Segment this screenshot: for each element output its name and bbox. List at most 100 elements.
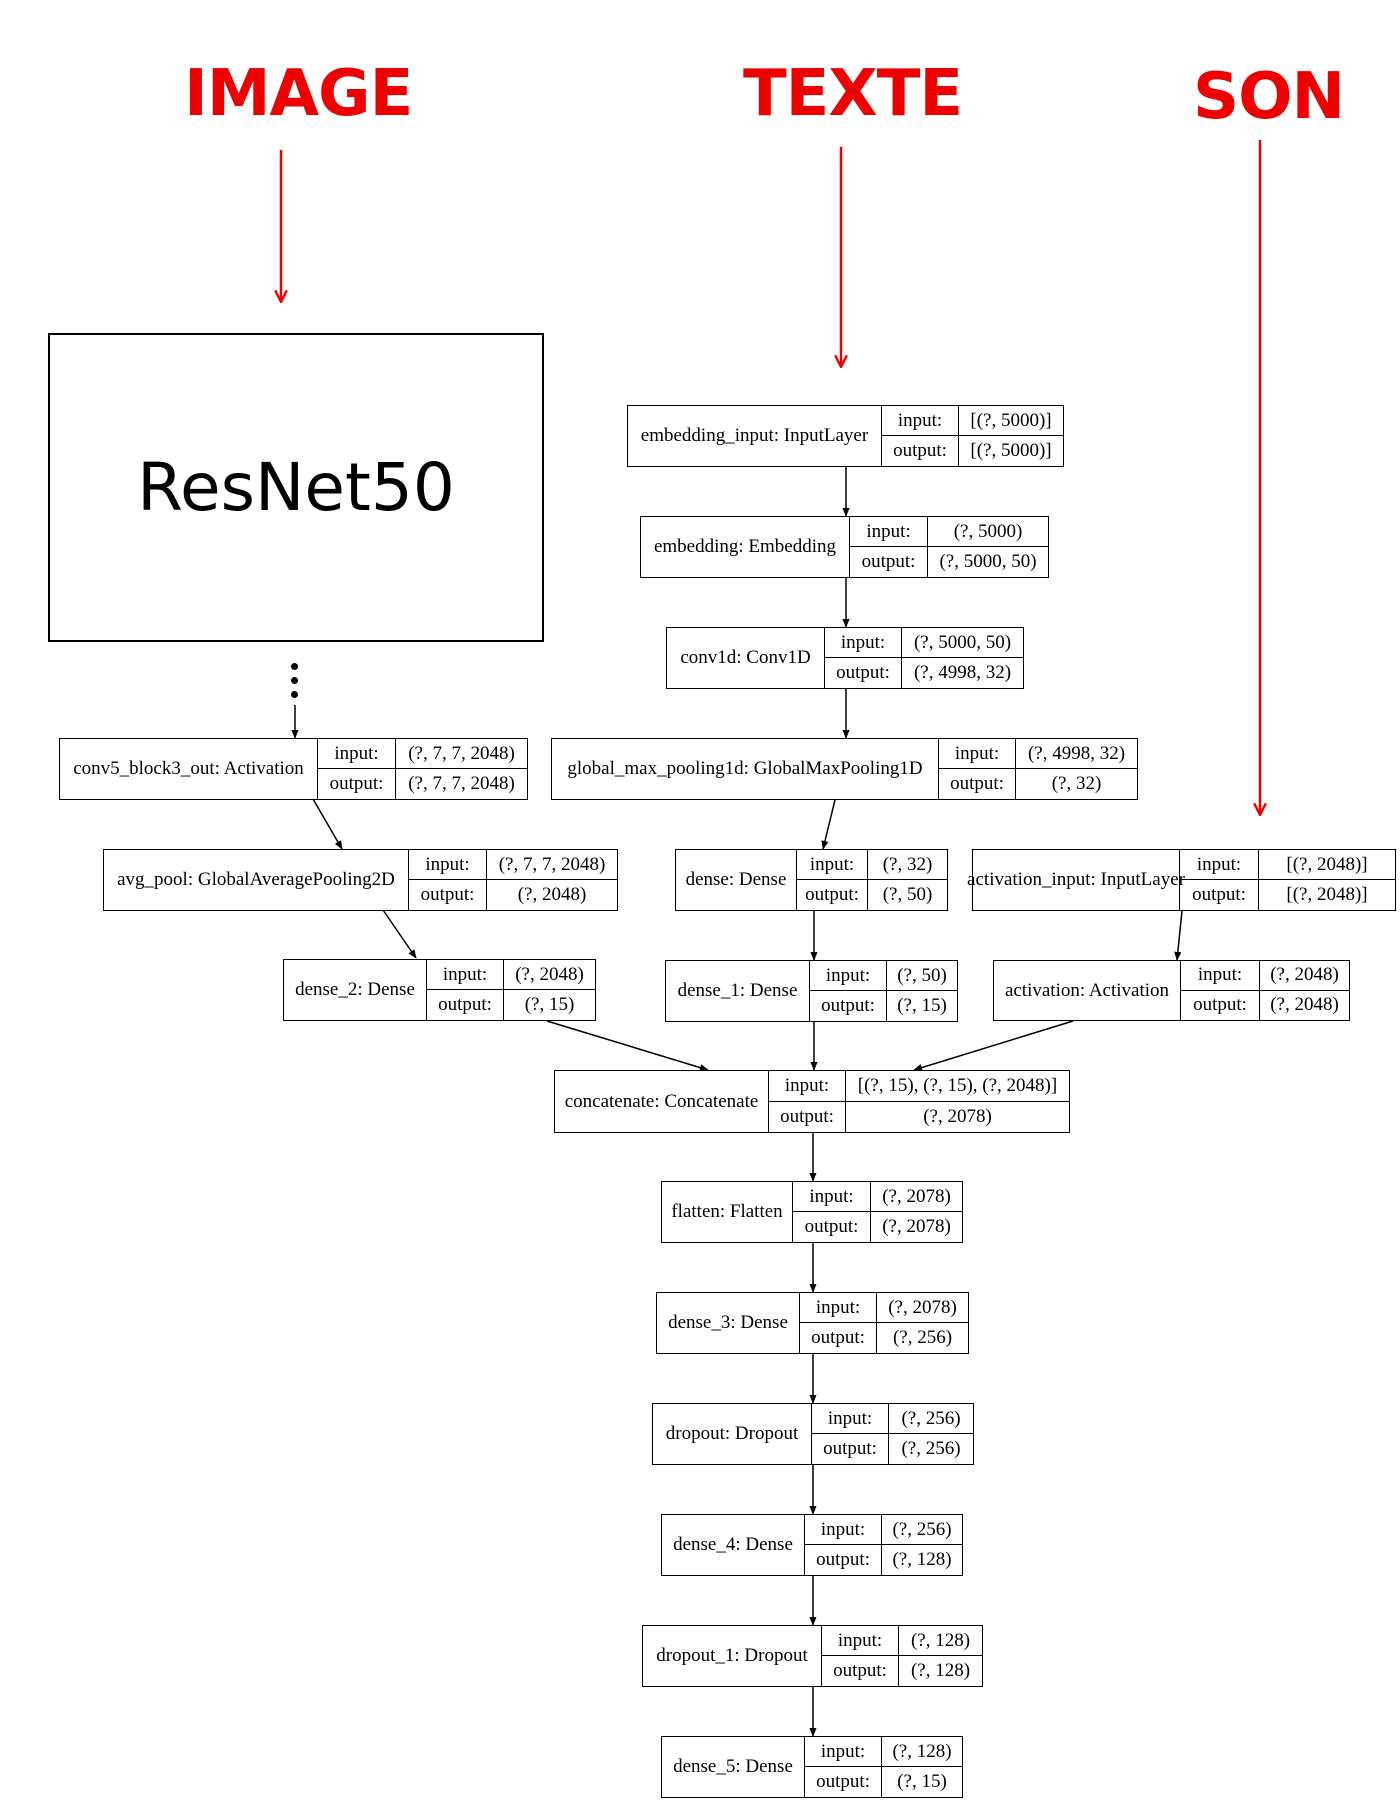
- layer-dense-1: dense_1: Dense input: output: (?, 50) (?…: [665, 960, 958, 1022]
- input-label: input:: [812, 1404, 889, 1434]
- output-label: output:: [793, 1212, 871, 1242]
- layer-name: dropout: Dropout: [653, 1404, 812, 1464]
- output-shape: [(?, 2048)]: [1286, 884, 1368, 905]
- output-shape: (?, 5000, 50): [939, 551, 1037, 572]
- input-label: input:: [825, 628, 902, 658]
- input-label: input:: [939, 739, 1016, 769]
- input-label: input:: [409, 850, 487, 880]
- layer-concatenate: concatenate: Concatenate input: output: …: [554, 1070, 1070, 1133]
- input-label: input:: [882, 406, 959, 436]
- edge-actinput-activation: [1174, 910, 1183, 961]
- layer-dense-2: dense_2: Dense input: output: (?, 2048) …: [283, 959, 596, 1021]
- sound-heading: SON: [1193, 60, 1345, 134]
- layer-embedding: embedding: Embedding input: output: (?, …: [640, 516, 1049, 578]
- layer-name: dense_5: Dense: [662, 1737, 805, 1797]
- layer-name: dropout_1: Dropout: [643, 1626, 822, 1686]
- output-label: output:: [427, 990, 504, 1020]
- layer-name: conv1d: Conv1D: [667, 628, 825, 688]
- layer-name: embedding: Embedding: [641, 517, 850, 577]
- layer-activation-input: activation_input: InputLayer input: outp…: [967, 849, 1396, 911]
- layer-name: dense_3: Dense: [657, 1293, 800, 1353]
- input-shape: (?, 7, 7, 2048): [396, 739, 527, 769]
- output-shape: (?, 15): [897, 1771, 947, 1792]
- image-heading: IMAGE: [184, 57, 413, 131]
- layer-embedding-input: embedding_input: InputLayer input: outpu…: [627, 405, 1064, 467]
- layer-avg-pool: avg_pool: GlobalAveragePooling2D input: …: [103, 849, 618, 911]
- input-shape: (?, 5000, 50): [902, 628, 1023, 658]
- layer-name: embedding_input: InputLayer: [628, 406, 882, 466]
- layer-name: dense_2: Dense: [284, 960, 427, 1020]
- input-label: input:: [800, 1293, 877, 1323]
- layer-conv1d: conv1d: Conv1D input: output: (?, 5000, …: [666, 627, 1024, 689]
- resnet50-block: ResNet50: [48, 333, 544, 642]
- input-label: input:: [318, 739, 396, 769]
- input-shape: [(?, 2048)]: [1259, 850, 1395, 880]
- layer-dense: dense: Dense input: output: (?, 32) (?, …: [675, 849, 948, 911]
- input-shape: (?, 128): [882, 1737, 962, 1767]
- output-label: output:: [810, 991, 887, 1021]
- output-label: output:: [882, 436, 959, 466]
- output-shape: (?, 128): [910, 1660, 971, 1681]
- input-label: input:: [793, 1182, 871, 1212]
- output-shape: (?, 4998, 32): [913, 662, 1012, 683]
- output-shape: [(?, 5000)]: [970, 440, 1052, 461]
- output-label: output:: [797, 880, 868, 910]
- input-shape: (?, 256): [889, 1404, 973, 1434]
- output-label: output:: [805, 1767, 882, 1797]
- layer-name: dense_4: Dense: [662, 1515, 805, 1575]
- layer-dropout: dropout: Dropout input: output: (?, 256)…: [652, 1403, 974, 1465]
- output-shape: (?, 32): [1051, 773, 1102, 794]
- input-label: input:: [822, 1626, 899, 1656]
- output-shape: (?, 2078): [923, 1105, 992, 1127]
- layer-name: flatten: Flatten: [662, 1182, 793, 1242]
- output-shape: (?, 7, 7, 2048): [408, 773, 515, 794]
- output-shape: (?, 256): [892, 1327, 953, 1348]
- input-label: input:: [1181, 961, 1260, 991]
- layer-activation: activation: Activation input: output: (?…: [993, 960, 1350, 1021]
- output-label: output:: [825, 658, 902, 688]
- input-shape: (?, 7, 7, 2048): [487, 850, 617, 880]
- layer-name: global_max_pooling1d: GlobalMaxPooling1D: [552, 739, 939, 799]
- edge-activation-concat: [913, 1020, 1074, 1072]
- input-shape: (?, 2078): [871, 1182, 962, 1212]
- input-label: input:: [805, 1515, 882, 1545]
- input-shape: (?, 128): [899, 1626, 982, 1656]
- output-shape: (?, 2048): [517, 884, 587, 905]
- layer-name: conv5_block3_out: Activation: [60, 739, 318, 799]
- output-shape: (?, 2078): [882, 1216, 951, 1237]
- input-shape: (?, 2048): [1260, 961, 1349, 991]
- input-label: input:: [805, 1737, 882, 1767]
- output-label: output:: [318, 769, 396, 799]
- layer-name: concatenate: Concatenate: [555, 1071, 769, 1132]
- layer-dense-4: dense_4: Dense input: output: (?, 256) (…: [661, 1514, 963, 1576]
- input-shape: (?, 2078): [877, 1293, 968, 1323]
- output-label: output:: [409, 880, 487, 910]
- input-label: input:: [850, 517, 928, 547]
- layer-name: activation: Activation: [994, 961, 1181, 1020]
- output-label: output:: [939, 769, 1016, 799]
- output-shape: (?, 256): [901, 1438, 961, 1459]
- input-label: input:: [769, 1071, 846, 1102]
- output-shape: (?, 50): [882, 884, 933, 905]
- layer-name: activation_input: InputLayer: [967, 850, 1185, 910]
- layer-flatten: flatten: Flatten input: output: (?, 2078…: [661, 1181, 963, 1243]
- layer-name: avg_pool: GlobalAveragePooling2D: [104, 850, 409, 910]
- output-label: output:: [812, 1434, 889, 1464]
- input-label: input:: [427, 960, 504, 990]
- input-shape: [(?, 5000)]: [959, 406, 1063, 436]
- input-shape: [(?, 15), (?, 15), (?, 2048)]: [846, 1071, 1069, 1102]
- layer-dense-3: dense_3: Dense input: output: (?, 2078) …: [656, 1292, 969, 1354]
- layer-dropout-1: dropout_1: Dropout input: output: (?, 12…: [642, 1625, 983, 1687]
- output-shape: (?, 15): [524, 994, 575, 1015]
- output-label: output:: [800, 1323, 877, 1353]
- output-label: output:: [822, 1656, 899, 1686]
- input-label: input:: [810, 961, 887, 991]
- output-label: output:: [850, 547, 928, 577]
- edge-conv5-avgpool: [312, 798, 343, 850]
- output-label: output:: [805, 1545, 882, 1575]
- edge-avgpool-dense2: [382, 909, 417, 959]
- output-label: output:: [1180, 880, 1259, 910]
- input-label: input:: [1180, 850, 1259, 880]
- output-shape: (?, 128): [892, 1549, 952, 1570]
